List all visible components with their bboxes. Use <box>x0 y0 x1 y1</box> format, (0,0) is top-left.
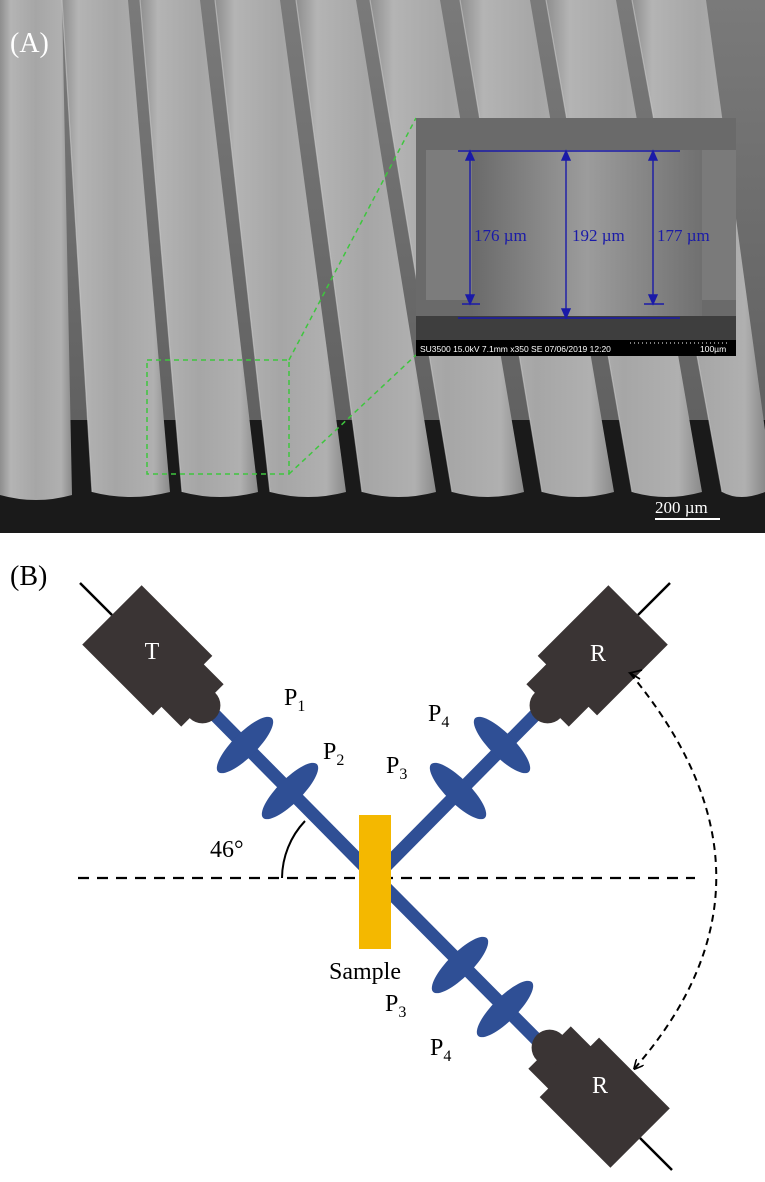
zoom-line-bottom <box>288 354 417 475</box>
panel-b-label: (B) <box>10 561 47 592</box>
measurement-middle: 192 µm <box>572 226 625 245</box>
pillar <box>0 0 72 500</box>
label-p4-reflect: P4 <box>428 701 449 731</box>
scale-bar-label: 200 µm <box>655 498 708 517</box>
receiver-transmit-label: R <box>592 1073 608 1099</box>
polarizers <box>216 716 534 1038</box>
polarizer-p4-transmit <box>476 980 534 1038</box>
label-p3-reflect: P3 <box>386 753 407 783</box>
receiver-transmit-device <box>528 1026 673 1171</box>
measurement-lines <box>458 149 680 320</box>
polarizer-p3-transmit <box>431 936 489 994</box>
polarizer-p2 <box>261 762 319 820</box>
measurement-right: 177 µm <box>657 226 710 245</box>
label-p3-transmit: P3 <box>385 991 406 1021</box>
receiver-reflect-device <box>526 582 671 727</box>
pillar <box>215 0 346 497</box>
pillar <box>140 0 258 497</box>
zoom-box <box>146 359 290 475</box>
receiver-reflect-label: R <box>590 641 606 667</box>
label-p4-transmit: P4 <box>430 1035 451 1065</box>
rotation-arrow-head-top <box>627 669 643 680</box>
sample-block <box>359 815 391 949</box>
setup-diagram-svg: (B) Sample 46° T <box>10 561 718 1171</box>
sem-image-svg: 176 µm 192 µm 177 µm SU3500 15.0kV 7.1mm… <box>0 0 765 533</box>
sample-label: Sample <box>329 959 401 985</box>
inset-left-wall <box>426 150 472 300</box>
inset-scale-label: 100µm <box>700 344 726 354</box>
pillar <box>62 0 170 497</box>
inset-right-wall <box>702 150 736 300</box>
panel-a-sem-image: 176 µm 192 µm 177 µm SU3500 15.0kV 7.1mm… <box>0 0 765 533</box>
inset-info-text: SU3500 15.0kV 7.1mm x350 SE 07/06/2019 1… <box>420 344 611 354</box>
transmitter-device <box>79 582 224 727</box>
inset-info-bar <box>416 340 736 356</box>
label-p1: P1 <box>284 685 305 715</box>
polarizer-p3-reflect <box>429 762 487 820</box>
pillar <box>296 0 436 497</box>
label-p2: P2 <box>323 739 344 769</box>
angle-label: 46° <box>210 837 244 863</box>
polarizer-p1 <box>216 716 274 774</box>
angle-arc <box>281 820 306 879</box>
transmitter-label: T <box>145 639 160 665</box>
polarizer-p4-reflect <box>473 716 531 774</box>
measurement-left: 176 µm <box>474 226 527 245</box>
rotation-arrow <box>629 672 718 1068</box>
zoom-line-top <box>288 117 417 361</box>
inset-pillar <box>472 150 702 316</box>
panel-a-label: (A) <box>10 28 49 59</box>
panel-b-setup-diagram: (B) Sample 46° T <box>0 533 765 1177</box>
inset-image: 176 µm 192 µm 177 µm SU3500 15.0kV 7.1mm… <box>416 118 736 356</box>
inset-floor <box>416 316 736 340</box>
